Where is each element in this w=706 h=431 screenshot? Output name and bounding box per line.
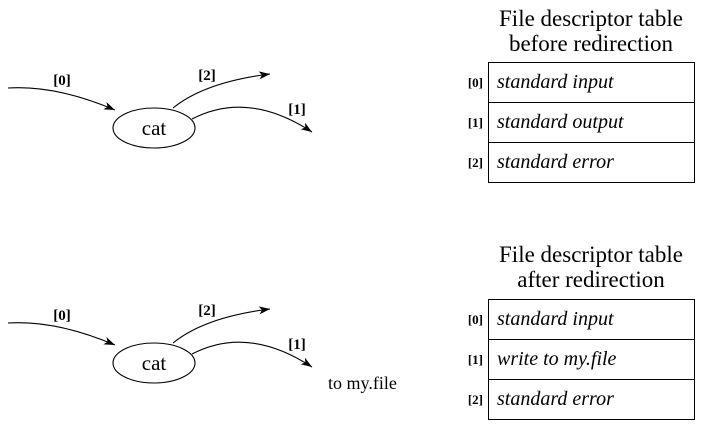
- fd-row-0: [0] standard input: [468, 63, 694, 103]
- fd1-label: [1]: [288, 337, 306, 353]
- fd-row-2: [2] standard error: [468, 143, 694, 182]
- fd2-arrow: [172, 71, 271, 109]
- fd-index: [0]: [467, 312, 483, 327]
- fd1-arrow: [191, 106, 313, 133]
- table-title-after: File descriptor table after redirection: [488, 242, 694, 292]
- fd-value: standard error: [497, 151, 614, 173]
- fd-value: standard input: [497, 71, 614, 93]
- fd-index: [1]: [467, 115, 483, 130]
- process-node: [112, 107, 196, 149]
- redirect-target-note: to my.file: [328, 373, 397, 393]
- fd-value: standard input: [497, 308, 614, 330]
- fd1-label: [1]: [288, 102, 306, 118]
- process-diagram-before: cat [0] [2] [1]: [7, 68, 313, 149]
- fd1-arrow: [191, 341, 313, 368]
- fd0-label: [0]: [53, 73, 71, 89]
- fd-row-1: [1] write to my.file: [468, 340, 694, 380]
- fd-row-1: [1] standard output: [468, 103, 694, 143]
- fd0-label: [0]: [53, 308, 71, 324]
- fd-index: [1]: [467, 352, 483, 367]
- table-title-line1: File descriptor table: [499, 242, 683, 267]
- fd-table-before: [0] standard input [1] standard output […: [468, 62, 695, 183]
- process-label: cat: [142, 351, 167, 375]
- fd-value: standard output: [497, 111, 624, 133]
- table-title-line2: after redirection: [517, 267, 665, 292]
- fd0-arrow: [7, 87, 116, 111]
- process-diagram-after: cat [0] [2] [1] to my.file: [7, 303, 397, 393]
- table-title-line2: before redirection: [508, 31, 674, 56]
- process-label: cat: [142, 116, 167, 140]
- fd2-arrow: [172, 306, 271, 344]
- table-title-line1: File descriptor table: [499, 6, 683, 31]
- fd2-label: [2]: [198, 68, 216, 84]
- fd-value: standard error: [497, 388, 614, 410]
- fd2-label: [2]: [198, 303, 216, 319]
- fd-index: [2]: [467, 155, 483, 170]
- fd-row-2: [2] standard error: [468, 380, 694, 419]
- fd-table-after: [0] standard input [1] write to my.file …: [468, 299, 695, 420]
- table-title-before: File descriptor table before redirection: [488, 6, 694, 56]
- fd-index: [2]: [467, 392, 483, 407]
- fd-value: write to my.file: [497, 348, 617, 370]
- fd-row-0: [0] standard input: [468, 300, 694, 340]
- fd-index: [0]: [467, 75, 483, 90]
- fd0-arrow: [7, 322, 116, 346]
- process-node: [112, 342, 196, 384]
